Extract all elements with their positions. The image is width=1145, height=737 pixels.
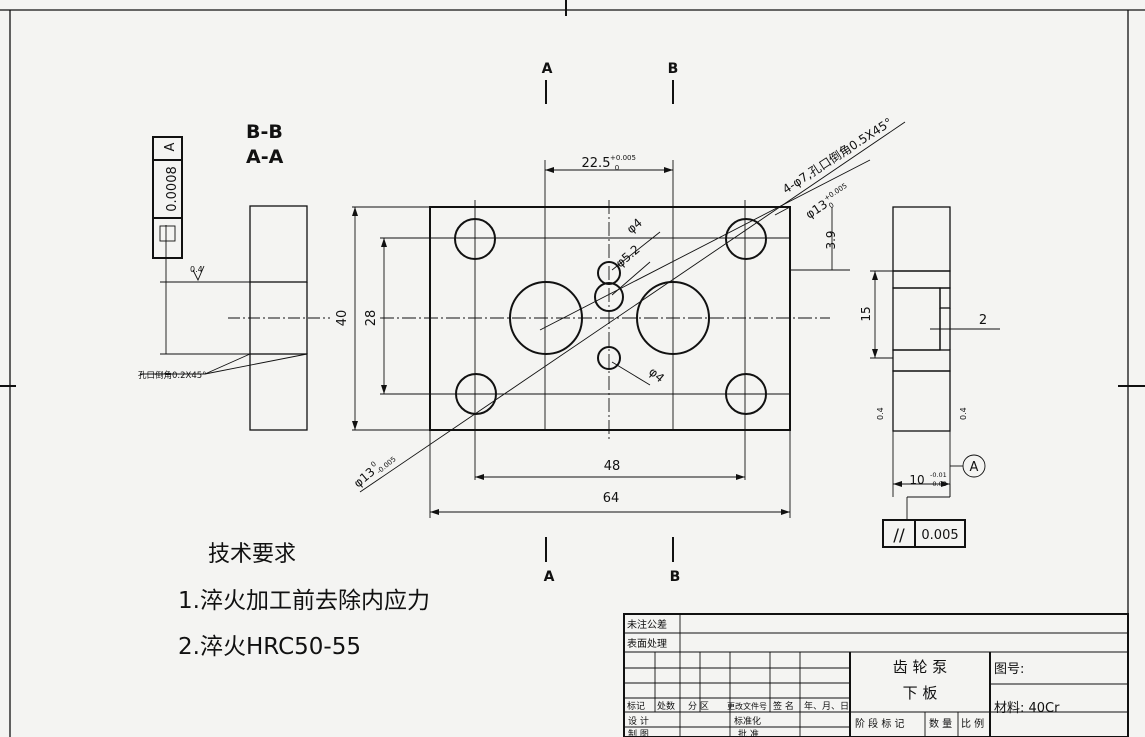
datum-a-label: A [970,460,979,475]
tb-col-mark: 标记 [627,700,645,712]
dim-thickness-tol-upper: -0.01 [930,471,947,479]
parallelism-symbol: // [893,526,905,546]
dim-small-hole-bottom: φ4 [646,365,667,386]
parallelism-value: 0.005 [921,528,958,543]
dim-small-hole-top: φ4 [624,216,645,237]
tb-row-standardize: 标准化 [734,715,761,727]
dim-slot-width: 15 [859,306,873,321]
dim-right-offset: 3.9 [824,230,838,249]
tb-part-name: 下 板 [903,684,938,702]
tb-drawing-no-label: 图号: [994,662,1024,677]
cut-label-bottom-a: A [544,569,555,585]
notes-line-1: 1.淬火加工前去除内应力 [178,588,430,614]
tb-quantity: 数 量 [929,717,952,730]
corner-hole-bl [455,373,497,415]
tb-row-design: 设 计 [628,715,649,727]
dim-top-spacing-tol-upper: +0.005 [610,154,636,162]
flatness-value: 0.0008 [165,166,180,212]
roughness-right-b: 0.4 [959,407,968,420]
small-hole-bottom [597,346,621,370]
title-block: 未注公差 表面处理 齿 轮 泵 下 板 图号: 材料: 40Cr 标记 处数 分… [623,613,1129,737]
bore-left [509,281,583,355]
roughness-right-a: 0.4 [876,407,885,420]
bore-right [636,281,710,355]
chamfer-note: 孔口倒角0.2X45° [138,370,206,381]
tb-surface-treatment: 表面处理 [627,637,667,650]
dim-height-total: 40 [335,310,350,327]
dim-left-bore-tol-upper: 0 [369,460,378,469]
section-cut-marks: A B A B [542,61,681,585]
cut-label-bottom-b: B [670,569,681,585]
notes-line-2: 2.淬火HRC50-55 [178,634,361,660]
right-section-view: 15 2 10 -0.01 -0.03 0.4 0.4 A // 0.005 [859,206,1000,548]
section-title-bb: B-B [246,121,283,143]
note-hole-pattern: 4-φ7,孔口倒角0.5X45° [780,115,895,196]
tb-col-change-doc: 更改文件号 [727,701,767,711]
dim-left-bore-tol-lower: -0.005 [375,455,397,476]
dim-large-bore-tol-upper: +0.005 [823,182,849,203]
tb-general-tolerance: 未注公差 [627,618,667,631]
dim-top-spacing-tol-lower: 0 [615,164,619,172]
plan-dimensions: 22.5 +0.005 0 40 28 48 64 3.9 4-φ7,孔口倒角0… [335,115,895,518]
tb-col-sign: 签 名 [773,700,794,712]
corner-hole-tr [725,218,767,260]
flatness-datum: A [163,142,178,151]
tb-scale: 比 例 [961,717,984,730]
dim-groove-depth: 2 [979,313,987,328]
tb-col-count: 处数 [657,700,675,712]
corner-hole-br [725,373,767,415]
tb-row-draw: 制 图 [628,728,649,737]
pin-hole [594,282,624,312]
tb-row-approve: 批 准 [738,728,759,737]
parallelism-frame [882,519,966,548]
tb-material: 材料: 40Cr [994,701,1060,716]
tb-col-date: 年、月、日 [804,700,849,712]
corner-hole-tl [454,218,496,260]
datum-a-circle [962,454,986,478]
section-title-aa: A-A [246,146,284,168]
dim-top-spacing: 22.5 [582,156,611,171]
notes-heading: 技术要求 [208,542,296,567]
dim-pin-hole: φ5.2 [613,242,643,270]
roughness-left: 0.4 [190,265,203,274]
cut-label-top-a: A [542,61,553,77]
tb-col-zone: 分 区 [688,701,709,712]
technical-requirements: 技术要求 1.淬火加工前去除内应力 2.淬火HRC50-55 [178,542,430,660]
tb-stage-mark: 阶 段 标 记 [855,717,905,730]
dim-thickness-tol-lower: -0.03 [930,480,947,488]
flatness-frame: A 0.0008 [152,136,183,259]
plan-view [359,121,906,493]
tb-product-name: 齿 轮 泵 [893,658,948,676]
left-section-view: 0.4 孔口倒角0.2X45° [138,205,330,431]
dim-large-bore-tol-lower: 0 [827,201,835,210]
cut-label-top-b: B [668,61,679,77]
dim-width-inner: 48 [604,459,621,474]
dim-thickness: 10 [909,473,924,487]
dim-height-inner: 28 [364,310,379,327]
dim-width-total: 64 [603,491,620,506]
